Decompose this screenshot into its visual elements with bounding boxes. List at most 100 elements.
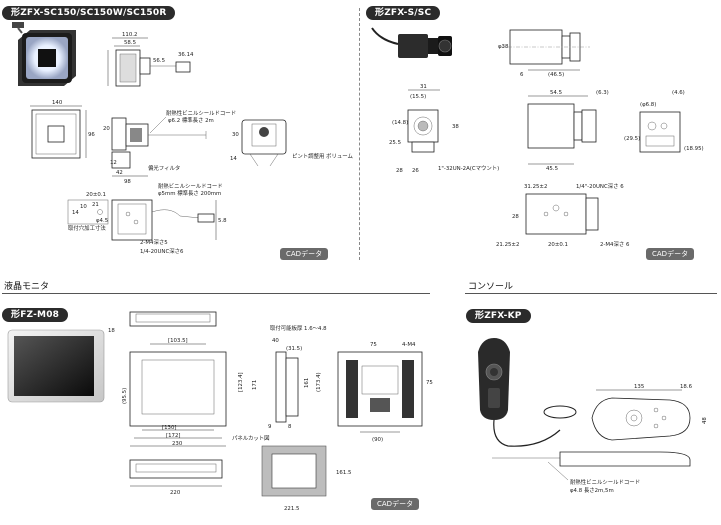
dim-46-5: (46.5)	[548, 72, 564, 78]
dim-21-25: 21.25±2	[496, 242, 519, 248]
sc150-mounting-view: 20±0.1 21 14 φ4.5 取付穴加工寸法 10	[67, 192, 109, 232]
note-cable-1b: φ6.2 標準長さ 2m	[168, 116, 214, 124]
dim-48: 48	[702, 417, 708, 424]
dim-161: 161	[304, 378, 310, 388]
dim-phi-4-5: φ4.5	[96, 218, 108, 224]
dim-123-4: [123.4]	[238, 372, 244, 392]
zfxs-front-view: 31 (15.5) (14.8) 25.5 38 26 28 1"-32UN-2…	[389, 84, 499, 174]
dim-161-5: 161.5	[336, 470, 351, 476]
monitor-section-label: 液晶モニタ	[4, 282, 50, 292]
note-m4-screw: 2-M4深さ5	[140, 238, 168, 246]
dim-4-m4: 4-M4	[402, 342, 416, 348]
console-title: 形ZFX-KP	[466, 309, 531, 323]
console-bottom-view: 耐熱性ビニルシールドコード φ4.8 長さ2m,5m	[492, 451, 691, 494]
dim-14-8: (14.8)	[392, 120, 408, 126]
dim-103-5: [103.5]	[168, 338, 188, 344]
zfxs-cad-badge[interactable]: CADデータ	[646, 248, 695, 260]
dim-28b: 28	[512, 214, 519, 220]
note-m4-depth: 2-M4深さ 6	[600, 240, 630, 248]
dim-36-14: 36.14	[178, 52, 194, 58]
dim-26: 26	[412, 168, 419, 174]
console-section-rule	[465, 293, 717, 294]
dim-10: 10	[80, 204, 87, 210]
dim-56-5: 56.5	[153, 58, 165, 64]
console-product-photo	[478, 338, 577, 447]
note-mounting-holes: 取付穴加工寸法	[68, 224, 106, 232]
monitor-cad-badge[interactable]: CADデータ	[371, 498, 420, 510]
monitor-rear-view: 75 4-M4 (90) 75	[337, 342, 433, 443]
dim-14b: 14	[72, 210, 79, 216]
monitor-front-view: [103.5] [130] [172] 230 (95.5) [123.4] 1…	[122, 338, 258, 447]
dim-4-6: (4.6)	[672, 90, 685, 96]
note-cable-2a: 耐熱ビニルシールドコード	[158, 182, 223, 190]
dim-29-5: (29.5)	[624, 136, 640, 142]
dim-12: 12	[110, 160, 117, 166]
section-divider	[359, 8, 360, 260]
dim-31: 31	[420, 84, 427, 90]
console-side-view: 135 18.6 48	[591, 384, 708, 441]
zfxs-side-view: 54.5 (6.3) 45.5	[527, 90, 609, 172]
dim-90: (90)	[372, 437, 383, 443]
note-panel-thickness: 取付可能板厚 1.6〜4.8	[270, 324, 327, 332]
note-c-mount: 1"-32UN-2A(Cマウント)	[438, 164, 499, 172]
zfxs-title: 形ZFX-S/SC	[366, 6, 441, 20]
note-unc-screw: 1/4-20UNC深さ6	[140, 247, 184, 255]
dim-28: 28	[396, 168, 403, 174]
dim-38: 38	[452, 124, 459, 130]
sc150-cad-badge[interactable]: CADデータ	[280, 248, 329, 260]
monitor-product-photo	[7, 329, 105, 403]
dim-31-25: 31.25±2	[524, 184, 547, 190]
dim-130: [130]	[162, 425, 177, 431]
dim-98: 98	[124, 179, 131, 185]
note-cable-1a: 耐熱性ビニルシールドコード	[166, 109, 236, 117]
dim-42: 42	[116, 170, 123, 176]
dim-18-95: (18.95)	[684, 146, 704, 152]
sc150-product-photo	[12, 22, 76, 86]
dim-135: 135	[634, 384, 644, 390]
dim-21: 21	[92, 202, 99, 208]
monitor-title: 形FZ-M08	[2, 308, 69, 322]
dim-75b: 75	[426, 380, 433, 386]
sc150-side-view: 110.2 58.5 36.14 56.5	[107, 32, 194, 87]
dim-phi-6-8: (φ6.8)	[640, 102, 656, 108]
dim-6: 6	[520, 72, 524, 78]
dim-110-2: 110.2	[122, 32, 137, 38]
monitor-panel-cut: パネルカット図 161.5 221.5	[232, 435, 351, 512]
zfxs-bottom-view: 31.25±2 1/4"-20UNC深さ 6 21.25±2 20±0.1 2-…	[496, 182, 630, 248]
dim-15-5: (15.5)	[410, 94, 426, 100]
dim-phi-38: φ38	[498, 44, 509, 50]
monitor-bottom-view: 220	[129, 459, 223, 496]
dim-140: 140	[52, 100, 63, 106]
dim-18-6: 18.6	[680, 384, 693, 390]
monitor-section-rule	[2, 293, 430, 294]
sc150-side-view-2: 12 42 98 偏光フィルタ 耐熱性ビニルシールドコード φ6.2 標準長さ …	[103, 109, 239, 185]
note-console-cable-b: φ4.8 長さ2m,5m	[570, 487, 614, 494]
dim-220: 220	[170, 490, 181, 496]
dim-40: 40	[272, 338, 279, 344]
dim-95-5: (95.5)	[122, 388, 128, 404]
dim-20: 20	[103, 126, 110, 132]
note-cable-2b: φ5mm 標準長さ 200mm	[158, 189, 221, 197]
dim-58-5: 58.5	[124, 40, 136, 46]
dim-75: 75	[370, 342, 377, 348]
dim-14: 14	[230, 156, 237, 162]
dim-54-5: 54.5	[550, 90, 562, 96]
dim-96: 96	[88, 132, 95, 138]
dim-18: 18	[108, 328, 115, 334]
dim-8: 8	[288, 424, 292, 430]
dim-6-3: (6.3)	[596, 90, 609, 96]
dim-25-5: 25.5	[389, 140, 401, 146]
sc150-rear-view: ピント調整用 ボリューム	[241, 119, 353, 167]
dim-9: 9	[268, 424, 272, 430]
dim-171: 171	[252, 380, 258, 390]
dim-45-5: 45.5	[546, 166, 558, 172]
dim-20-tol-b: 20±0.1	[548, 242, 568, 248]
zfxs-top-view: φ38 (46.5) 6	[498, 29, 590, 78]
dim-172: [172]	[166, 433, 181, 439]
note-unc-depth: 1/4"-20UNC深さ 6	[576, 182, 624, 190]
note-panel-cut: パネルカット図	[232, 435, 270, 442]
dim-5-8: 5.8	[218, 218, 227, 224]
note-console-cable-a: 耐熱性ビニルシールドコード	[570, 478, 640, 486]
dim-230: 230	[172, 441, 183, 447]
